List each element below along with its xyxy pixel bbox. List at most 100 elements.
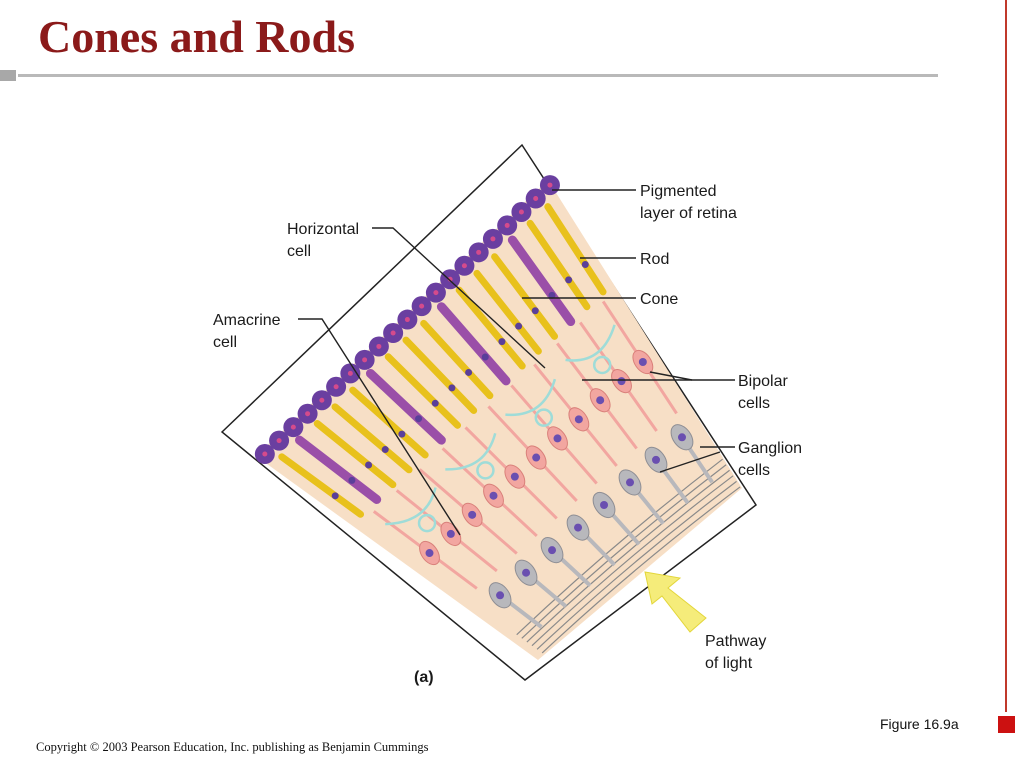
leader-bipolar-2 xyxy=(649,371,693,381)
bipolar-nucleus xyxy=(489,491,498,500)
cone-cell xyxy=(436,302,511,386)
leader-horizontal xyxy=(372,227,546,369)
label-pigmented-line2: layer of retina xyxy=(640,205,737,222)
label-bipolar-line2: cells xyxy=(738,395,770,412)
ganglion-nucleus xyxy=(600,501,609,510)
nerve-fiber xyxy=(521,464,727,639)
retina-tissue xyxy=(256,180,742,660)
copyright-notice: Copyright © 2003 Pearson Education, Inc.… xyxy=(36,740,429,754)
photoreceptor-nucleus xyxy=(565,276,573,284)
bipolar-nucleus xyxy=(617,377,626,386)
rod-cell xyxy=(420,319,494,400)
photoreceptor-nucleus xyxy=(381,446,389,454)
photoreceptor-nucleus xyxy=(498,338,506,346)
side-rule xyxy=(1005,0,1007,712)
bipolar-nucleus xyxy=(532,453,541,462)
rod-cell xyxy=(384,353,462,429)
pigment-granule xyxy=(362,357,368,363)
horizontal-process xyxy=(505,378,557,417)
bipolar-nucleus xyxy=(553,434,562,443)
cone-cell xyxy=(507,235,576,327)
horizontal-process xyxy=(565,324,616,362)
ganglion-nucleus xyxy=(652,455,661,464)
slide-title: Cones and Rods xyxy=(38,11,355,62)
ganglion-nucleus xyxy=(522,568,531,577)
photoreceptor-nucleus xyxy=(431,399,439,407)
photoreceptor-nucleus xyxy=(481,353,489,361)
horizontal-cell xyxy=(417,513,437,533)
bipolar-nucleus xyxy=(446,529,455,538)
pigment-granule xyxy=(347,370,353,376)
pigment-granule xyxy=(518,209,524,215)
photoreceptor-nucleus xyxy=(365,461,373,469)
label-rod: Rod xyxy=(640,251,669,268)
label-pathway-line1: Pathway xyxy=(705,633,766,650)
label-amacrine-line2: cell xyxy=(213,334,237,351)
ganglion-nucleus xyxy=(677,433,686,442)
pigment-granule xyxy=(390,330,396,336)
cone-cell xyxy=(295,435,382,504)
pigment-granule xyxy=(447,276,453,282)
photoreceptor-nucleus xyxy=(348,476,356,484)
pigment-granule xyxy=(547,182,553,188)
corner-marker xyxy=(998,716,1015,733)
horizontal-cell xyxy=(476,461,495,480)
bipolar-nucleus xyxy=(638,358,647,367)
ganglion-nucleus xyxy=(496,591,505,600)
ganglion-cell-layer xyxy=(488,424,714,629)
bipolar-nucleus xyxy=(425,549,434,558)
bipolar-nucleus xyxy=(510,472,519,481)
nerve-fiber xyxy=(536,480,737,650)
label-pigmented: Pigmented layer of retina xyxy=(640,183,737,222)
photoreceptor-layer xyxy=(278,203,607,518)
pigment-granule xyxy=(262,451,268,457)
photoreceptor-nucleus xyxy=(581,260,589,268)
pigment-granule xyxy=(305,411,311,417)
figure-reference: Figure 16.9a xyxy=(880,716,959,732)
photoreceptor-nucleus xyxy=(415,415,423,423)
horizontal-cell xyxy=(592,355,612,375)
rod-cell xyxy=(402,336,478,414)
pigment-granule xyxy=(504,222,510,228)
light-pathway-arrow xyxy=(644,571,707,633)
label-ganglion-line1: Ganglion xyxy=(738,440,802,457)
label-horizontal-line2: cell xyxy=(287,243,311,260)
cone-cell xyxy=(365,368,446,445)
leader-amacrine xyxy=(298,318,461,536)
label-ganglion: Ganglion cells xyxy=(738,440,802,479)
pigment-granule xyxy=(276,438,282,444)
pigmented-layer xyxy=(254,175,560,465)
label-amacrine-line1: Amacrine xyxy=(213,312,281,329)
rod-cell xyxy=(544,203,607,296)
rod-cell xyxy=(473,269,542,355)
horizontal-process xyxy=(445,433,497,471)
pigment-granule xyxy=(433,290,439,296)
pigment-granule xyxy=(476,249,482,255)
pigment-granule xyxy=(404,317,410,323)
ganglion-nucleus xyxy=(574,523,583,532)
ganglion-nucleus xyxy=(626,478,635,487)
bipolar-nucleus xyxy=(574,415,583,424)
horizontal-cell xyxy=(534,408,554,427)
label-bipolar: Bipolar cells xyxy=(738,373,788,412)
bipolar-nucleus xyxy=(596,396,605,405)
nerve-fiber xyxy=(541,486,741,654)
photoreceptor-nucleus xyxy=(398,430,406,438)
nerve-fibers xyxy=(516,458,741,654)
title-rule-marker xyxy=(0,70,16,81)
leader-ganglion-2 xyxy=(659,451,721,473)
label-ganglion-line2: cells xyxy=(738,462,770,479)
label-amacrine: Amacrine cell xyxy=(213,312,281,351)
pigment-granule xyxy=(290,424,296,430)
rod-cell xyxy=(331,403,413,474)
pigment-granule xyxy=(533,196,539,202)
nerve-fiber xyxy=(526,469,730,643)
label-pathway-line2: of light xyxy=(705,655,753,672)
label-bipolar-line1: Bipolar xyxy=(738,373,788,390)
panel-label: (a) xyxy=(414,669,434,686)
pigment-granule xyxy=(419,303,425,309)
leader-lines xyxy=(298,189,735,536)
photoreceptor-nucleus xyxy=(531,307,539,315)
rod-cell xyxy=(491,253,559,340)
